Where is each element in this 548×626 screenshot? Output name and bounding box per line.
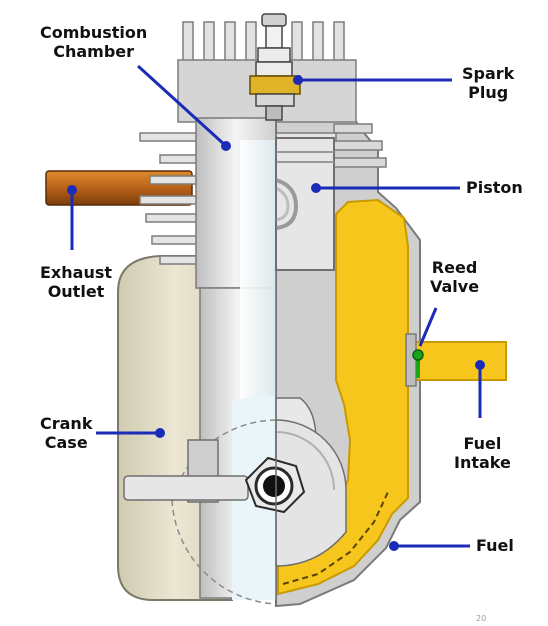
page-number: 20 [476, 614, 486, 623]
label-exhaust-outlet: Exhaust Outlet [40, 263, 112, 301]
label-fuel: Fuel [476, 536, 514, 555]
label-reed-valve: Reed Valve [430, 258, 479, 296]
label-spark-plug: Spark Plug [462, 64, 514, 102]
label-crank-case: Crank Case [40, 414, 92, 452]
cooling-fins-right [334, 124, 386, 167]
label-combustion-chamber: Combustion Chamber [40, 23, 147, 61]
piston-part [276, 138, 334, 270]
label-piston: Piston [466, 178, 523, 197]
label-fuel-intake: Fuel Intake [454, 434, 511, 472]
